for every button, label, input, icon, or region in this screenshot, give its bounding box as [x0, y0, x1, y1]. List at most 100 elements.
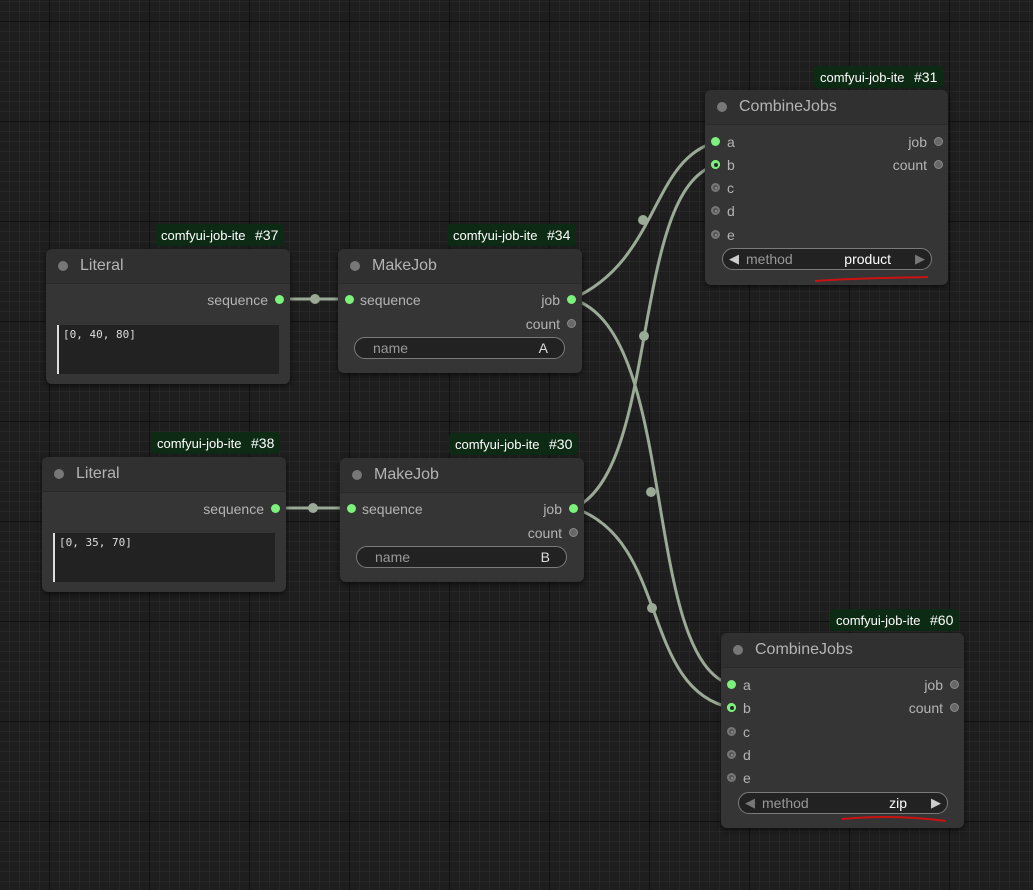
badge-name: comfyui-job-ite: [820, 69, 905, 85]
output-slot-job[interactable]: [934, 137, 943, 146]
node-combinejobs-60[interactable]: CombineJobs a b c d e job count ◀ method…: [721, 633, 964, 828]
method-combo-widget[interactable]: ◀ method product ▶: [722, 248, 932, 270]
input-label-e: e: [743, 770, 751, 786]
badge-id: #30: [549, 436, 573, 452]
input-label-c: c: [743, 724, 750, 740]
node-literal-37[interactable]: Literal sequence [0, 40, 80]: [46, 249, 290, 384]
link-makejob30-combine60-b: [573, 506, 733, 710]
output-slot-count[interactable]: [950, 703, 959, 712]
node-badge: comfyui-job-ite #60: [830, 609, 960, 631]
collapse-dot-icon[interactable]: [352, 470, 362, 480]
output-slot-job[interactable]: [567, 295, 576, 304]
arrow-right-icon[interactable]: ▶: [915, 251, 925, 266]
annotation-underline-product: [814, 276, 929, 282]
input-slot-c[interactable]: [727, 727, 736, 736]
link-midpoint: [310, 294, 320, 304]
output-slot-job[interactable]: [569, 504, 578, 513]
collapse-dot-icon[interactable]: [58, 261, 68, 271]
output-slot-count[interactable]: [569, 528, 578, 537]
badge-id: #38: [251, 435, 275, 451]
collapse-dot-icon[interactable]: [350, 261, 360, 271]
output-label-job: job: [543, 501, 562, 517]
widget-label: method: [746, 251, 793, 267]
input-slot-a[interactable]: [711, 137, 720, 146]
badge-name: comfyui-job-ite: [455, 436, 540, 452]
node-combinejobs-31[interactable]: CombineJobs a b c d e job count ◀ method…: [705, 90, 948, 285]
node-makejob-30[interactable]: MakeJob sequence job count name B: [340, 458, 584, 582]
input-slot-sequence[interactable]: [345, 295, 354, 304]
arrow-right-icon[interactable]: ▶: [931, 795, 941, 810]
badge-name: comfyui-job-ite: [836, 612, 921, 628]
output-slot-sequence[interactable]: [271, 504, 280, 513]
node-header[interactable]: Literal: [46, 249, 290, 284]
node-badge: comfyui-job-ite #31: [814, 66, 944, 88]
arrow-left-icon[interactable]: ◀: [729, 251, 739, 266]
input-label-a: a: [727, 134, 735, 150]
node-header[interactable]: CombineJobs: [705, 90, 948, 125]
node-makejob-34[interactable]: MakeJob sequence job count name A: [338, 249, 582, 373]
node-title: Literal: [76, 465, 120, 482]
output-slot-job[interactable]: [950, 680, 959, 689]
input-slot-a[interactable]: [727, 680, 736, 689]
widget-label: name: [373, 340, 409, 356]
widget-value: product: [844, 251, 891, 267]
node-badge: comfyui-job-ite #37: [155, 224, 285, 246]
collapse-dot-icon[interactable]: [717, 102, 727, 112]
input-slot-b[interactable]: [711, 160, 720, 169]
output-label-sequence: sequence: [207, 292, 268, 308]
output-slot-sequence[interactable]: [275, 295, 284, 304]
text-value-input[interactable]: [0, 40, 80]: [57, 325, 279, 374]
annotation-underline-zip: [841, 815, 947, 822]
input-label-b: b: [727, 157, 735, 173]
link-midpoint: [308, 503, 318, 513]
text-value-input[interactable]: [0, 35, 70]: [53, 533, 275, 582]
output-label-count: count: [525, 316, 560, 332]
input-label-d: d: [727, 203, 735, 219]
input-slot-d[interactable]: [727, 750, 736, 759]
node-literal-38[interactable]: Literal sequence [0, 35, 70]: [42, 457, 286, 592]
node-header[interactable]: MakeJob: [338, 249, 582, 284]
input-slot-sequence[interactable]: [347, 504, 356, 513]
node-badge: comfyui-job-ite #34: [447, 224, 577, 246]
input-slot-e[interactable]: [727, 773, 736, 782]
node-badge: comfyui-job-ite #30: [449, 433, 579, 455]
input-slot-c[interactable]: [711, 183, 720, 192]
node-header[interactable]: Literal: [42, 457, 286, 492]
input-label-d: d: [743, 747, 751, 763]
name-text-widget[interactable]: name B: [356, 546, 567, 568]
node-title: MakeJob: [372, 257, 437, 274]
name-text-widget[interactable]: name A: [354, 337, 565, 359]
badge-id: #60: [930, 612, 954, 628]
node-title: CombineJobs: [739, 98, 837, 115]
node-header[interactable]: CombineJobs: [721, 633, 964, 668]
output-label-job: job: [924, 677, 943, 693]
badge-name: comfyui-job-ite: [157, 435, 242, 451]
link-midpoint: [639, 331, 649, 341]
badge-name: comfyui-job-ite: [453, 227, 538, 243]
widget-label: name: [375, 549, 411, 565]
method-combo-widget[interactable]: ◀ method zip ▶: [738, 792, 948, 814]
badge-name: comfyui-job-ite: [161, 227, 246, 243]
output-label-sequence: sequence: [203, 501, 264, 517]
input-slot-d[interactable]: [711, 206, 720, 215]
widget-value: zip: [889, 795, 907, 811]
input-label-c: c: [727, 180, 734, 196]
node-header[interactable]: MakeJob: [340, 458, 584, 493]
link-midpoint: [647, 603, 657, 613]
node-title: MakeJob: [374, 466, 439, 483]
input-label-e: e: [727, 227, 735, 243]
input-label-b: b: [743, 700, 751, 716]
output-slot-count[interactable]: [567, 319, 576, 328]
input-slot-e[interactable]: [711, 230, 720, 239]
output-slot-count[interactable]: [934, 160, 943, 169]
input-label-sequence: sequence: [362, 501, 423, 517]
output-label-count: count: [527, 525, 562, 541]
node-badge: comfyui-job-ite #38: [151, 432, 281, 454]
link-midpoint: [638, 215, 648, 225]
collapse-dot-icon[interactable]: [733, 645, 743, 655]
collapse-dot-icon[interactable]: [54, 469, 64, 479]
arrow-left-icon[interactable]: ◀: [745, 795, 755, 810]
output-label-job: job: [541, 292, 560, 308]
input-slot-b[interactable]: [727, 703, 736, 712]
